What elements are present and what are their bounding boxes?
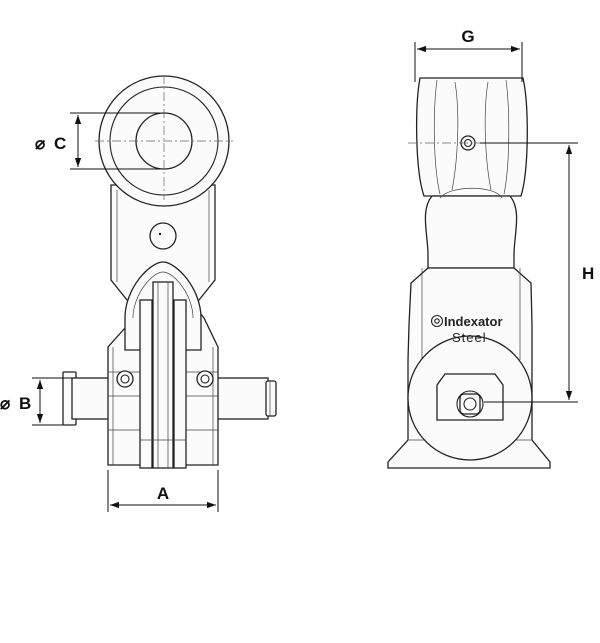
dimension-b-label: B xyxy=(19,394,31,413)
brand-name: Indexator xyxy=(444,314,503,329)
plate-right xyxy=(173,299,187,469)
bolt-left-icon xyxy=(116,370,134,388)
front-view: A ⌀ B ⌀ C xyxy=(0,75,277,512)
top-eye xyxy=(95,75,233,207)
bolt-right-icon xyxy=(196,370,214,388)
pin-right-collar xyxy=(265,380,277,417)
dimension-g-label: G xyxy=(461,27,474,46)
dimension-b: ⌀ B xyxy=(0,377,72,426)
dimension-c: ⌀ C xyxy=(35,112,160,170)
dimension-b-diameter-symbol: ⌀ xyxy=(0,394,11,413)
dimension-h: H xyxy=(480,142,594,403)
grease-nipple-icon xyxy=(149,222,177,250)
plate-left xyxy=(139,299,153,469)
dimension-c-label: C xyxy=(54,134,66,153)
side-neck xyxy=(424,195,518,269)
dimension-g: G xyxy=(414,27,523,82)
dimension-c-diameter-symbol: ⌀ xyxy=(35,134,46,153)
material-label: Steel xyxy=(452,330,487,345)
side-view: Indexator Steel G H xyxy=(387,27,594,469)
side-swivel-disc xyxy=(407,335,533,461)
dimension-h-label: H xyxy=(582,264,594,283)
brand-logo: Indexator xyxy=(430,314,503,329)
dimension-a-label: A xyxy=(157,484,169,503)
dimension-a: A xyxy=(107,470,219,512)
